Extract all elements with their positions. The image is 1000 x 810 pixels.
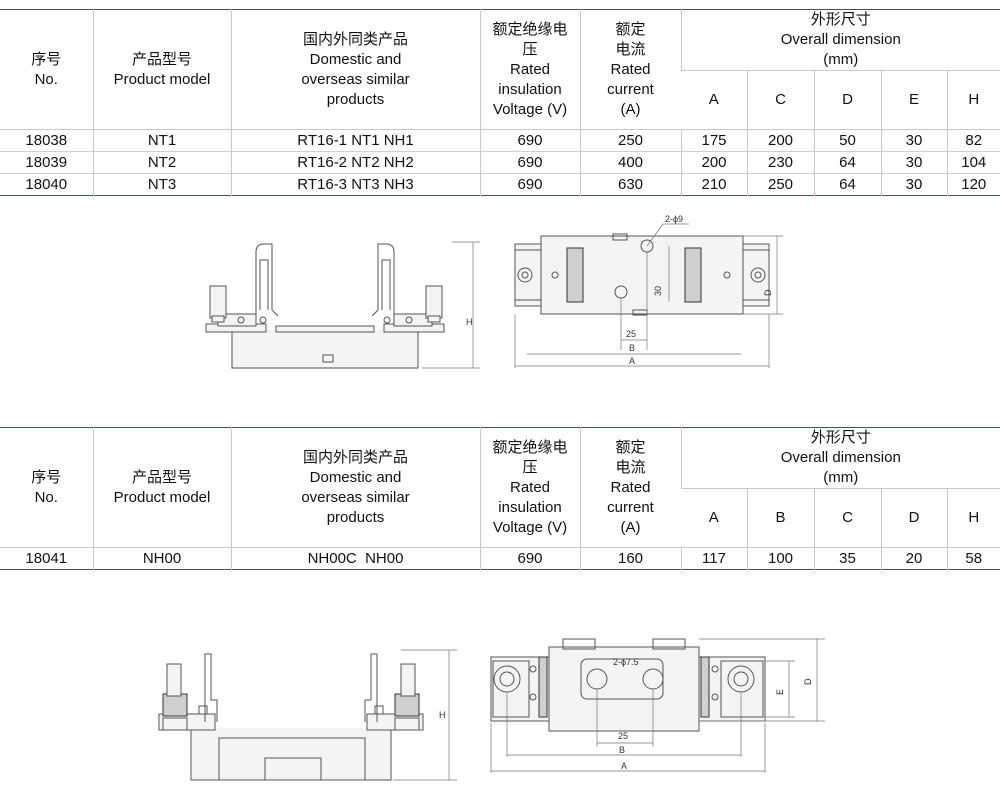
cell-dim: 20	[880, 547, 947, 570]
header-current: 额定电流 Rated current (A)	[579, 427, 681, 548]
dim-col-5: H	[946, 488, 1000, 548]
cell-dim: 200	[680, 151, 747, 174]
dim-label-h: H	[439, 710, 446, 720]
cell-dim: 120	[946, 173, 1000, 196]
cell-no: 18038	[25, 131, 68, 149]
header-similar: 国内外同类产品 Domestic and overseas similar pr…	[230, 9, 480, 130]
cell-model: NT3	[92, 173, 231, 196]
header-current: 额定电流 Rated current (A)	[579, 9, 681, 130]
cell-dim: 64	[813, 173, 881, 196]
cell-current: 630	[579, 173, 681, 196]
fuse-base-side-view-2: H	[158, 649, 457, 781]
dim-label-d: D	[763, 289, 773, 296]
cell-no: 18040	[0, 173, 93, 196]
cell-dim: 30	[880, 129, 947, 152]
dim-label-b: B	[619, 745, 625, 755]
cell-dim: 200	[746, 129, 814, 152]
fuse-base-top-view-1: 2-ϕ9 30 D 25 B A	[514, 214, 783, 368]
cell-model: NT2	[92, 151, 231, 174]
cell-dim: 50	[813, 129, 881, 152]
header-dimension: 外形尺寸 Overall dimension (mm)	[680, 427, 1000, 489]
cell-dim: 58	[946, 547, 1000, 570]
table-row: 18038 NT1 RT16-1 NT1 NH1 690 250 175 200…	[0, 129, 1000, 152]
dim-label-hole: 2-ϕ9	[665, 214, 683, 224]
cell-dim: 210	[680, 173, 747, 196]
cell-similar: RT16-2 NT2 NH2	[230, 151, 480, 174]
cell-similar: NH00C NH00	[230, 547, 480, 570]
cell-dim: 175	[680, 129, 747, 152]
cell-voltage: 690	[479, 129, 580, 152]
cell-dim: 30	[880, 173, 947, 196]
dim-col-1: A	[681, 70, 747, 130]
dim-label-a: A	[629, 356, 635, 366]
dim-label-30: 30	[653, 286, 663, 296]
cell-dim: 117	[680, 547, 747, 570]
cell-no: 18039	[0, 151, 93, 174]
cell-no: 18041	[25, 549, 68, 567]
dim-label-a: A	[621, 761, 627, 771]
fuse-base-side-view-1: H	[205, 241, 480, 369]
cell-voltage: 690	[479, 547, 580, 570]
cell-dim: 30	[880, 151, 947, 174]
dim-col-4: D	[880, 488, 947, 548]
dim-col-2: B	[746, 488, 814, 548]
dim-col-3: D	[813, 70, 881, 130]
dim-label-e: E	[775, 689, 785, 695]
cell-dim: 250	[746, 173, 814, 196]
header-similar: 国内外同类产品 Domestic and overseas similar pr…	[230, 427, 480, 548]
cell-dim: 230	[746, 151, 814, 174]
table-row: 18040 NT3 RT16-3 NT3 NH3 690 630 210 250…	[0, 173, 1000, 196]
cell-voltage: 690	[479, 173, 580, 196]
cell-current: 250	[579, 129, 681, 152]
dim-col-3: C	[813, 488, 881, 548]
cell-dim: 35	[813, 547, 881, 570]
cell-voltage: 690	[479, 151, 580, 174]
cell-model: NH00	[92, 547, 231, 570]
cell-similar: RT16-1 NT1 NH1	[230, 129, 480, 152]
cell-model: NT1	[92, 129, 231, 152]
dim-label-hole: 2-ϕ7.5	[613, 657, 639, 667]
table-row: 18041 NH00 NH00C NH00 690 160 117 100 35…	[0, 547, 1000, 570]
dim-col-5: H	[946, 70, 1000, 130]
dim-label-25: 25	[618, 731, 628, 741]
cell-dim: 64	[813, 151, 881, 174]
dim-col-1: A	[681, 488, 747, 548]
dim-label-b: B	[629, 343, 635, 353]
dim-label-d: D	[803, 678, 813, 685]
table-row: 18039 NT2 RT16-2 NT2 NH2 690 400 200 230…	[0, 151, 1000, 174]
cell-current: 160	[579, 547, 681, 570]
header-voltage: 额定绝缘电压 Rated insulation Voltage (V)	[479, 9, 580, 130]
cell-current: 400	[579, 151, 681, 174]
fuse-base-top-view-2: 2-ϕ7.5 E D 25 B A	[490, 638, 825, 773]
header-voltage: 额定绝缘电压 Rated insulation Voltage (V)	[479, 427, 580, 548]
cell-dim: 82	[946, 129, 1000, 152]
dim-col-2: C	[746, 70, 814, 130]
cell-dim: 104	[946, 151, 1000, 174]
header-dimension: 外形尺寸 Overall dimension (mm)	[680, 9, 1000, 71]
dim-col-4: E	[880, 70, 947, 130]
cell-similar: RT16-3 NT3 NH3	[230, 173, 480, 196]
cell-dim: 100	[746, 547, 814, 570]
dim-label-h: H	[466, 317, 473, 327]
dim-label-25: 25	[626, 329, 636, 339]
